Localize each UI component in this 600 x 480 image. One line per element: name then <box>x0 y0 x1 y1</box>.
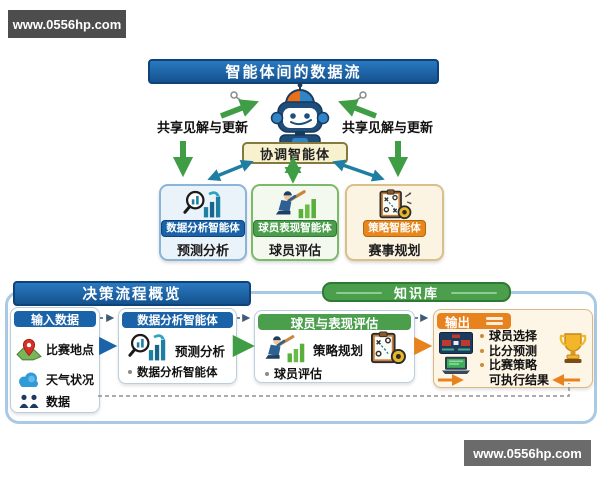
share-updates-right-label: 共享见解与更新 <box>342 120 434 135</box>
output-item-label: 比赛策略 <box>489 358 538 372</box>
menu-lines-icon <box>486 317 504 325</box>
trophy-icon <box>559 333 587 363</box>
decision-flow-container <box>5 291 597 424</box>
bullet-dot <box>128 370 132 374</box>
decision-flow-title: 决策流程概览 <box>13 281 251 306</box>
agent-caption: 预测分析 <box>176 243 229 258</box>
knowledge-bar-line-right <box>451 292 497 294</box>
data-analysis-header: 数据分析智能体 <box>122 312 233 328</box>
input-item-label: 天气状况 <box>46 372 95 387</box>
baseball-player-icon <box>265 335 305 363</box>
output-item: 比分预测 <box>480 344 549 359</box>
magnifier-bar-chart-icon <box>183 190 221 218</box>
share-arrow-left <box>220 99 259 119</box>
output-item-label: 可执行结果 <box>489 372 550 387</box>
coordinator-arrow-right <box>332 159 385 182</box>
bullet-dot <box>265 371 269 376</box>
baseball-player-icon <box>275 190 316 219</box>
output-box: 输出 球员选择 比分预测 <box>433 309 593 388</box>
share-connector-left <box>230 91 250 107</box>
output-item-label: 球员选择 <box>489 329 538 343</box>
watermark-top: www.0556hp.com <box>8 10 126 38</box>
output-item-label: 比分预测 <box>489 343 538 358</box>
evaluation-bullet: 球员评估 <box>265 365 322 382</box>
output-item-list: 球员选择 比分预测 比赛策略 可执行结果 <box>480 329 549 387</box>
robot-icon <box>270 82 330 146</box>
analysis-bullet: 数据分析智能体 <box>128 364 218 380</box>
share-connector-right <box>347 91 367 107</box>
share-updates-left-label: 共享见解与更新 <box>157 120 249 135</box>
bullet-dot <box>480 363 484 368</box>
output-item: 可执行结果 <box>480 373 549 388</box>
agent-caption: 赛事规划 <box>368 243 421 258</box>
laptop-icon <box>442 356 470 374</box>
share-arrow-right <box>338 99 377 119</box>
agent-caption: 球员评估 <box>268 243 321 258</box>
agent-badge: 数据分析智能体 <box>161 220 245 237</box>
agent-badge: 策略智能体 <box>363 220 426 237</box>
knowledge-base-label: 知识库 <box>393 285 439 301</box>
output-header-label: 输出 <box>445 315 471 330</box>
analysis-bullet-label: 数据分析智能体 <box>137 367 218 379</box>
knowledge-bar-line-left <box>336 292 382 294</box>
agent-badge: 球员表现智能体 <box>253 220 337 237</box>
input-item-label: 比赛地点 <box>46 342 95 357</box>
input-item-label: 数据 <box>46 394 71 409</box>
agent-card-player-performance: 球员表现智能体 球员评估 <box>251 184 339 261</box>
input-item-weather: 天气状况 <box>16 366 94 392</box>
input-item-location: 比赛地点 <box>16 334 94 364</box>
people-icon <box>19 394 39 408</box>
agent-card-data-analysis: 数据分析智能体 预测分析 <box>159 184 247 261</box>
evaluation-bullet-label: 球员评估 <box>274 367 323 381</box>
coordinator-arrow-left <box>207 160 254 181</box>
input-item-data: 数据 <box>16 392 70 410</box>
player-performance-evaluation-box: 球员与表现评估 策略规划 球员评估 <box>254 310 415 383</box>
prediction-analysis-label: 预测分析 <box>175 345 226 359</box>
map-pin-icon <box>16 338 42 361</box>
input-data-box: 输入数据 比赛地点 天气状况 <box>10 307 100 413</box>
top-section-title: 智能体间的数据流 <box>148 59 439 84</box>
strategy-clipboard-icon <box>379 189 412 220</box>
cloud-icon <box>19 372 38 387</box>
agent-card-strategy: 策略智能体 赛事规划 <box>345 184 444 261</box>
scoreboard-icon <box>439 332 473 354</box>
input-data-header: 输入数据 <box>14 311 96 327</box>
watermark-bottom: www.0556hp.com <box>464 440 591 466</box>
output-item: 比赛策略 <box>480 358 549 373</box>
output-item: 球员选择 <box>480 329 549 344</box>
evaluation-header: 球员与表现评估 <box>258 314 411 331</box>
strategy-planning-label: 策略规划 <box>313 344 364 358</box>
data-analysis-agent-box: 数据分析智能体 预测分析 数据分析智能体 <box>118 308 237 384</box>
bullet-dot <box>480 334 484 339</box>
strategy-clipboard-icon <box>371 331 406 365</box>
magnifier-bar-chart-icon <box>128 333 166 361</box>
knowledge-base-title: 知识库 <box>322 282 511 302</box>
coordinator-agent-box: 协调智能体 <box>242 142 348 164</box>
bullet-dot <box>480 348 484 353</box>
output-header: 输出 <box>437 313 511 330</box>
